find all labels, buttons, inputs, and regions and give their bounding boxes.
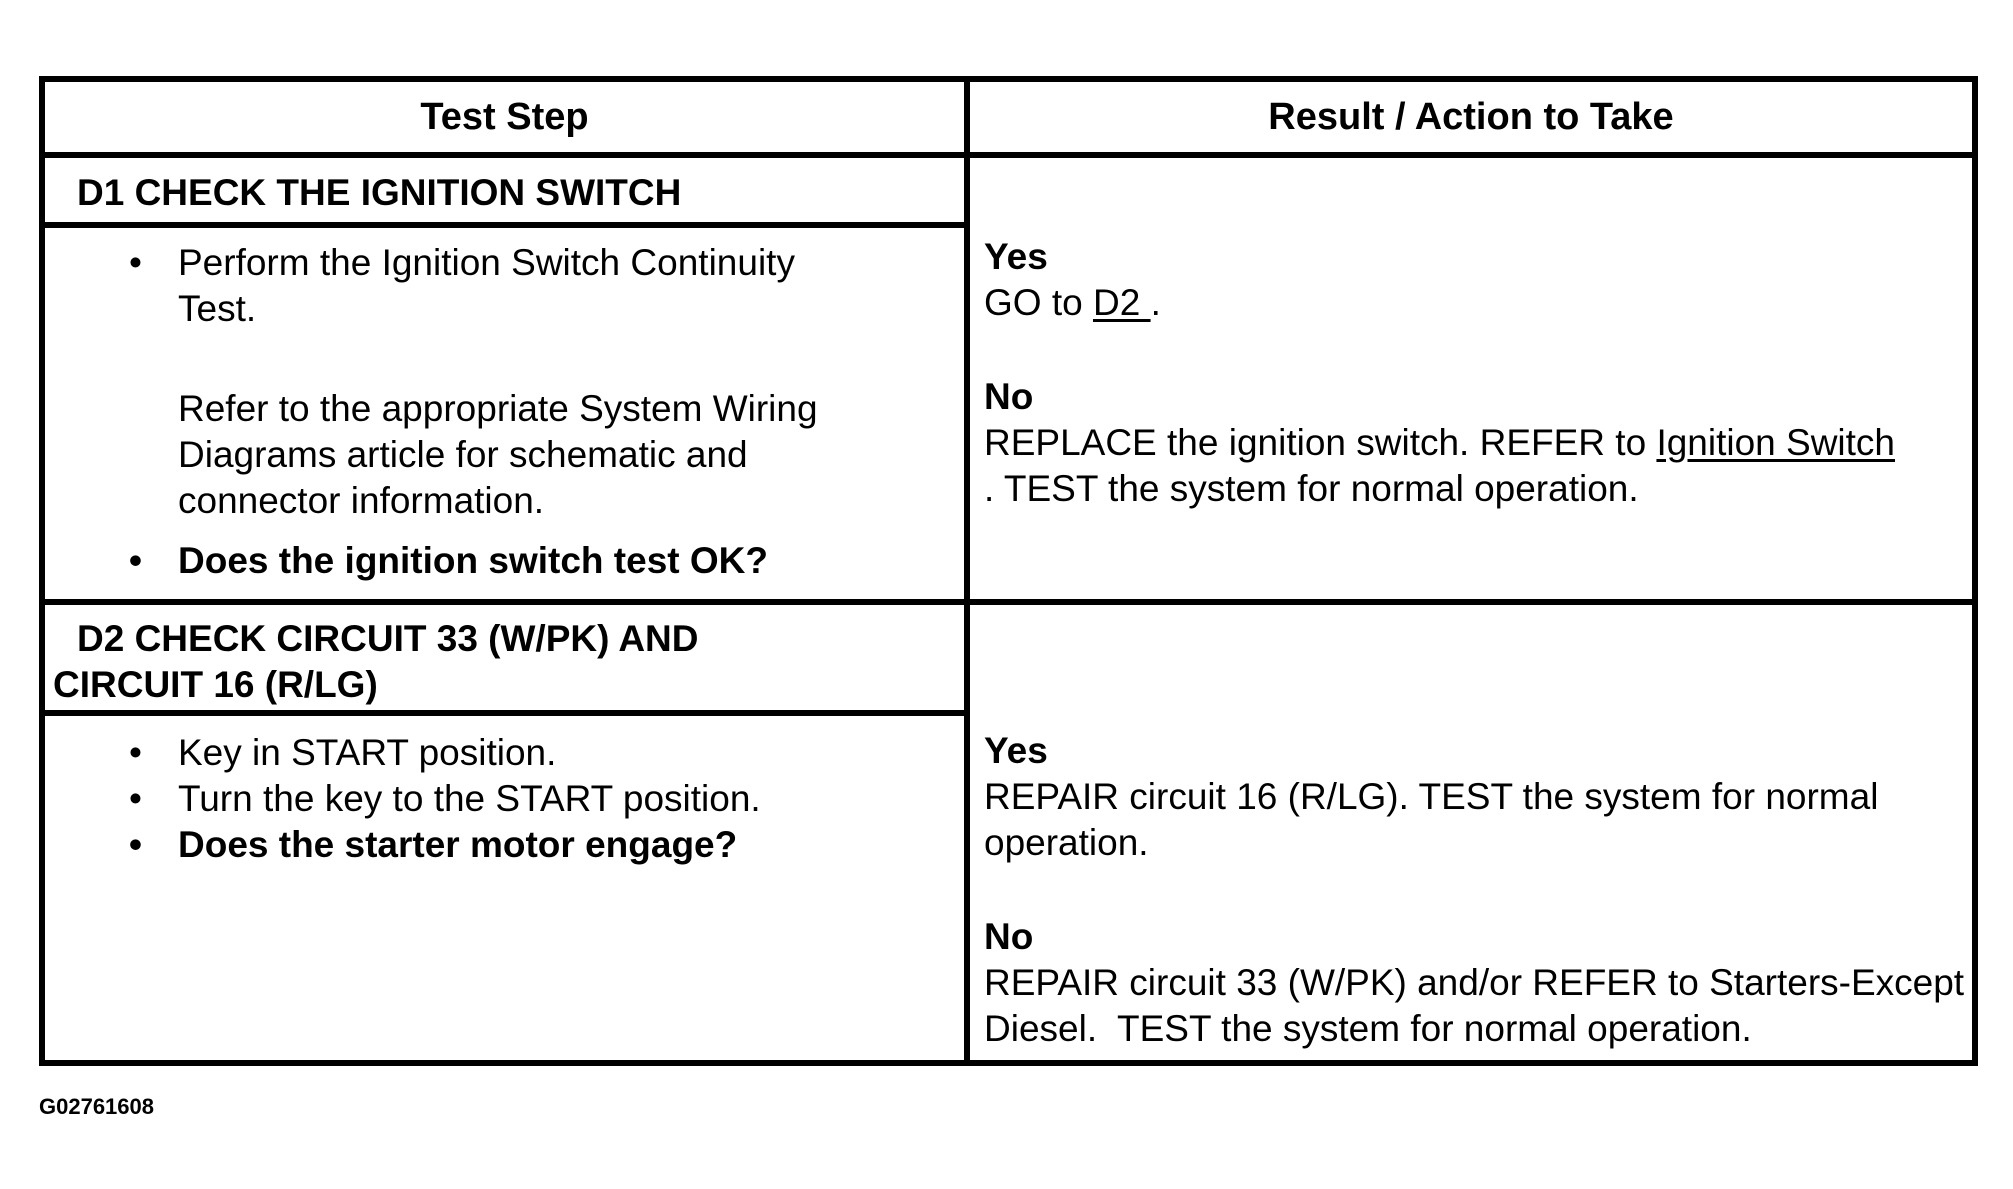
step-title-d2-text: D2 CHECK CIRCUIT 33 (W/PK) AND CIRCUIT 1… (53, 618, 699, 705)
link-ignition-switch[interactable]: Ignition Switch (1656, 422, 1896, 463)
step-d2-bullet-2: Turn the key to the START position. (178, 778, 761, 819)
result-d1-yes-text: GO to D2 . (984, 280, 1964, 326)
result-d1: Yes GO to D2 . No REPLACE the ignition s… (984, 234, 1964, 512)
result-d2: Yes REPAIR circuit 16 (R/LG). TEST the s… (984, 728, 1969, 1052)
result-d2-no-text: REPAIR circuit 33 (W/PK) and/or REFER to… (984, 962, 1975, 1049)
bullet-icon: • (129, 242, 142, 283)
result-d1-yes-pre: GO to (984, 282, 1093, 323)
list-item: • Does the ignition switch test OK? (45, 538, 964, 584)
step-d1-bullet-text: Perform the Ignition Switch Continuity T… (178, 242, 795, 329)
result-d1-yes-post: . (1150, 282, 1161, 323)
header-result-action: Result / Action to Take (1268, 96, 1674, 138)
step-d2-question: Does the starter motor engage? (178, 824, 738, 865)
header-test-step: Test Step (420, 96, 589, 138)
link-d2[interactable]: D2 (1092, 282, 1151, 323)
step-d2-bullets: • Key in START position. • Turn the key … (45, 730, 964, 868)
result-d2-yes-label: Yes (984, 730, 1048, 771)
step-title-d1: D1 CHECK THE IGNITION SWITCH (77, 172, 682, 213)
list-item: • Key in START position. (45, 730, 964, 776)
d1-title-rule (45, 222, 964, 228)
list-item: • Turn the key to the START position. (45, 776, 964, 822)
step-d1-note: Refer to the appropriate System Wiring D… (45, 386, 964, 524)
step-d1-bullets: • Perform the Ignition Switch Continuity… (45, 240, 964, 332)
list-item: • Perform the Ignition Switch Continuity… (45, 240, 964, 332)
step-body-d1: • Perform the Ignition Switch Continuity… (45, 240, 964, 584)
d2-title-rule (45, 710, 964, 716)
bullet-icon: • (129, 824, 142, 865)
list-item: • Does the starter motor engage? (45, 822, 964, 868)
result-d1-no-text: REPLACE the ignition switch. REFER to Ig… (984, 420, 1904, 512)
column-divider (964, 82, 970, 1060)
bullet-icon: • (129, 540, 142, 581)
step-d2-bullet-1: Key in START position. (178, 732, 557, 773)
result-d1-no-post: . TEST the system for normal operation. (984, 468, 1639, 509)
row-separator (45, 599, 1972, 605)
step-d1-question-list: • Does the ignition switch test OK? (45, 538, 964, 584)
step-title-d2: D2 CHECK CIRCUIT 33 (W/PK) AND CIRCUIT 1… (53, 616, 953, 708)
step-body-d2: • Key in START position. • Turn the key … (45, 730, 964, 868)
result-d2-yes-text: REPAIR circuit 16 (R/LG). TEST the syste… (984, 776, 1879, 863)
bullet-icon: • (129, 778, 142, 819)
result-d2-no-label: No (984, 916, 1034, 957)
result-d1-yes-label: Yes (984, 236, 1048, 277)
step-d1-question: Does the ignition switch test OK? (178, 540, 768, 581)
header-rule (45, 152, 1972, 158)
result-d1-no-label: No (984, 376, 1034, 417)
step-d1-note-text: Refer to the appropriate System Wiring D… (178, 388, 818, 521)
result-d1-no-pre: REPLACE the ignition switch. REFER to (984, 422, 1657, 463)
diagnostic-table: Test Step Result / Action to Take D1 CHE… (39, 76, 1978, 1066)
bullet-icon: • (129, 732, 142, 773)
figure-id: G02761608 (39, 1094, 154, 1119)
